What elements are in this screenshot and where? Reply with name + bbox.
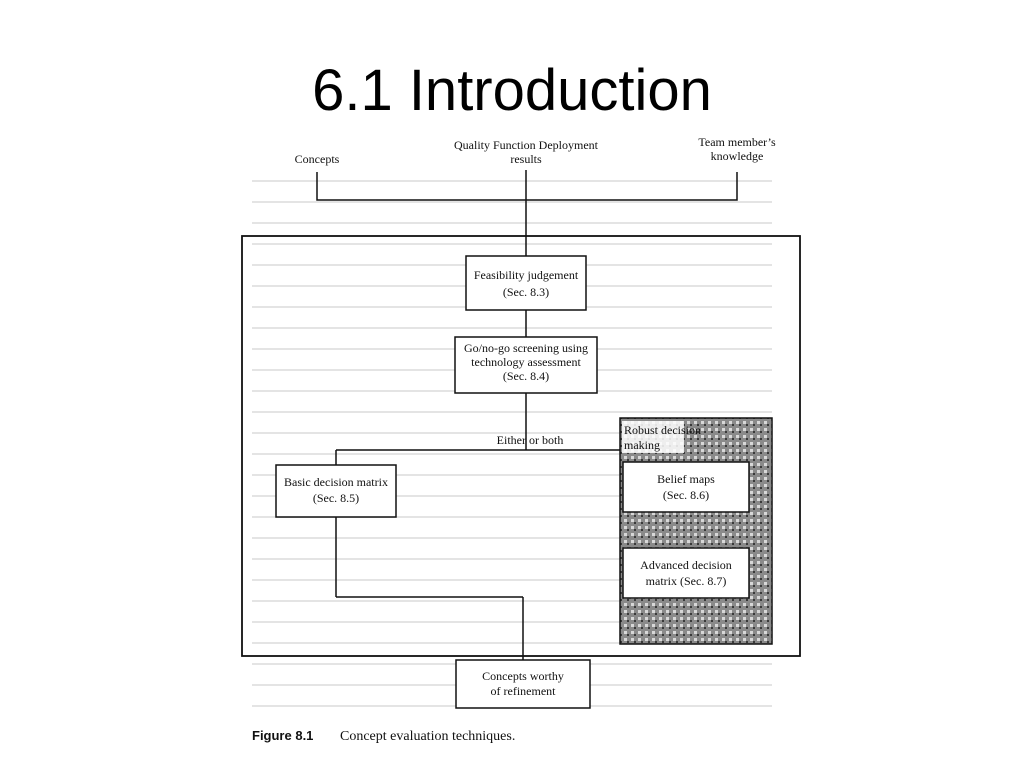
figure-caption-text: Concept evaluation techniques. [340,729,515,744]
basic-label-line1: Basic decision matrix [284,475,388,489]
input-connectors [316,170,738,236]
basic-label-line2: (Sec. 8.5) [313,491,359,505]
advanced-label-line1: Advanced decision [640,558,732,572]
output-label-line1: Concepts worthy [482,669,564,683]
output-label-line2: of refinement [491,684,557,698]
feasibility-judgement-box: Feasibility judgement (Sec. 8.3) [465,255,587,311]
concepts-input-label: Concepts [295,152,340,166]
advanced-decision-matrix-box: Advanced decision matrix (Sec. 8.7) [622,547,750,599]
team-input-label-line2: knowledge [711,149,764,163]
gonogo-label-line3: (Sec. 8.4) [503,369,549,383]
belief-maps-box: Belief maps (Sec. 8.6) [622,461,750,513]
feasibility-label-line2: (Sec. 8.3) [503,285,549,299]
belief-label-line1: Belief maps [657,472,715,486]
qfd-input-label-line1: Quality Function Deployment [454,138,599,152]
team-input-label-line1: Team member’s [698,135,776,149]
concepts-worthy-box: Concepts worthy of refinement [455,659,591,709]
robust-decision-region [619,417,773,645]
gonogo-label-line2: technology assessment [471,355,581,369]
robust-label-line2: making [624,438,660,452]
outer-frame [241,235,801,657]
gonogo-label-line1: Go/no-go screening using [464,341,588,355]
concepts-to-team-bracket [316,172,738,201]
feasibility-label-line1: Feasibility judgement [474,268,579,282]
qfd-input-label-line2: results [510,152,542,166]
advanced-label-line2: matrix (Sec. 8.7) [646,574,727,588]
gonogo-screening-box: Go/no-go screening using technology asse… [454,336,598,394]
robust-label-line1: Robust decision [624,423,701,437]
belief-label-line2: (Sec. 8.6) [663,488,709,502]
basic-decision-matrix-box: Basic decision matrix (Sec. 8.5) [275,464,397,518]
figure-caption-label: Figure 8.1 [252,728,313,743]
robust-label-backdrop [622,421,684,453]
slide-title: 6.1 Introduction [312,58,712,123]
either-or-both-label: Either or both [497,433,564,447]
